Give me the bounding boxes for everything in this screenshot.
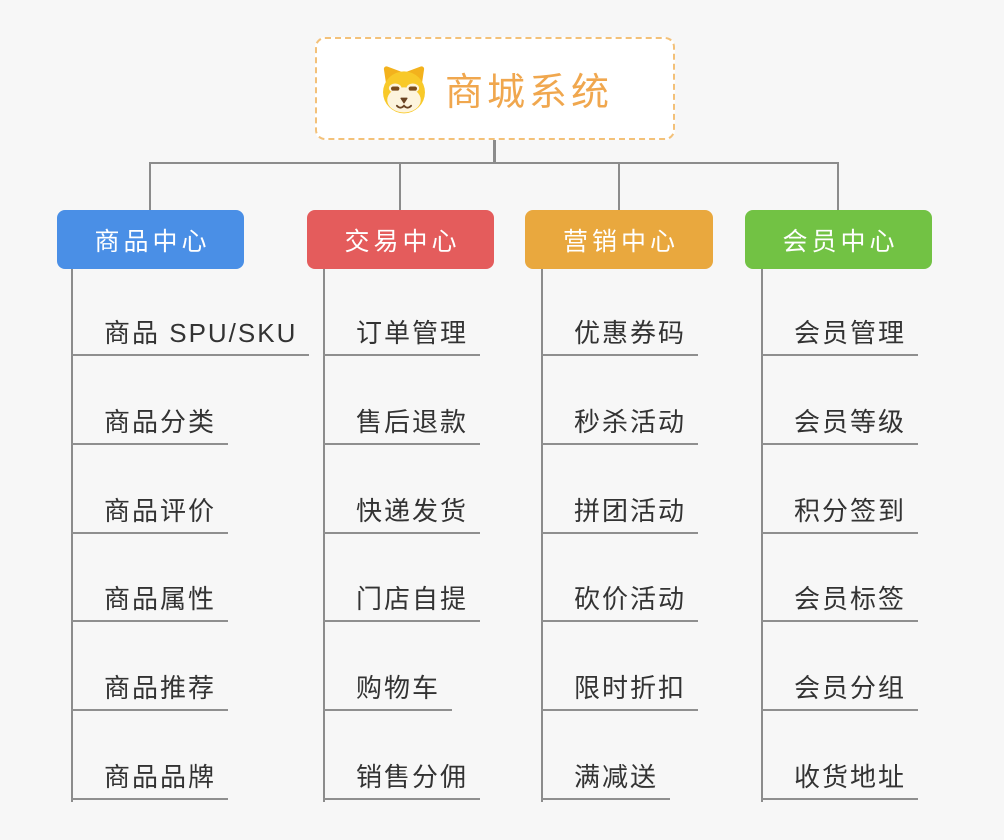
branch-label: 营销中心 bbox=[562, 227, 679, 256]
branch-member-center[interactable]: 会员中心 bbox=[745, 210, 932, 269]
root-topic[interactable]: 商城系统 bbox=[315, 37, 675, 140]
topic-item[interactable]: 积分签到 bbox=[761, 494, 919, 534]
topic-item[interactable]: 收货地址 bbox=[761, 760, 919, 800]
branch-label: 商品中心 bbox=[94, 227, 211, 256]
branch-marketing-center[interactable]: 营销中心 bbox=[525, 210, 713, 269]
connector-line bbox=[618, 163, 620, 210]
topic-item[interactable]: 销售分佣 bbox=[323, 760, 481, 800]
topic-item[interactable]: 商品 SPU/SKU bbox=[71, 316, 310, 356]
root-topic-title: 商城系统 bbox=[444, 72, 613, 114]
branch-product-center[interactable]: 商品中心 bbox=[57, 210, 244, 269]
branch-bus-connector bbox=[149, 162, 839, 164]
topic-item[interactable]: 拼团活动 bbox=[541, 494, 699, 534]
branch-label: 会员中心 bbox=[782, 227, 899, 256]
topic-item[interactable]: 优惠券码 bbox=[541, 316, 699, 356]
topic-item[interactable]: 会员标签 bbox=[761, 582, 919, 622]
topic-item[interactable]: 商品属性 bbox=[71, 582, 229, 622]
connector-line bbox=[837, 163, 839, 210]
topic-item[interactable]: 商品品牌 bbox=[71, 760, 229, 800]
branch-trade-center[interactable]: 交易中心 bbox=[307, 210, 494, 269]
topic-item[interactable]: 砍价活动 bbox=[541, 582, 699, 622]
root-stem-connector bbox=[493, 140, 496, 163]
connector-line bbox=[399, 163, 401, 210]
topic-item[interactable]: 商品分类 bbox=[71, 405, 229, 445]
connector-line bbox=[761, 269, 763, 802]
topic-item[interactable]: 门店自提 bbox=[323, 582, 481, 622]
connector-line bbox=[149, 163, 151, 210]
connector-line bbox=[323, 269, 325, 802]
topic-item[interactable]: 会员管理 bbox=[761, 316, 919, 356]
topic-item[interactable]: 购物车 bbox=[323, 671, 453, 711]
topic-item[interactable]: 限时折扣 bbox=[541, 671, 699, 711]
topic-item[interactable]: 快递发货 bbox=[323, 494, 481, 534]
topic-item[interactable]: 商品评价 bbox=[71, 494, 229, 534]
connector-line bbox=[541, 269, 543, 802]
topic-item[interactable]: 秒杀活动 bbox=[541, 405, 699, 445]
topic-item[interactable]: 订单管理 bbox=[323, 316, 481, 356]
connector-line bbox=[71, 269, 73, 802]
topic-item[interactable]: 会员分组 bbox=[761, 671, 919, 711]
topic-item[interactable]: 售后退款 bbox=[323, 405, 481, 445]
topic-item[interactable]: 会员等级 bbox=[761, 405, 919, 445]
branch-label: 交易中心 bbox=[344, 227, 461, 256]
topic-item[interactable]: 商品推荐 bbox=[71, 671, 229, 711]
doge-face-icon bbox=[383, 65, 425, 113]
topic-item[interactable]: 满减送 bbox=[541, 760, 671, 800]
